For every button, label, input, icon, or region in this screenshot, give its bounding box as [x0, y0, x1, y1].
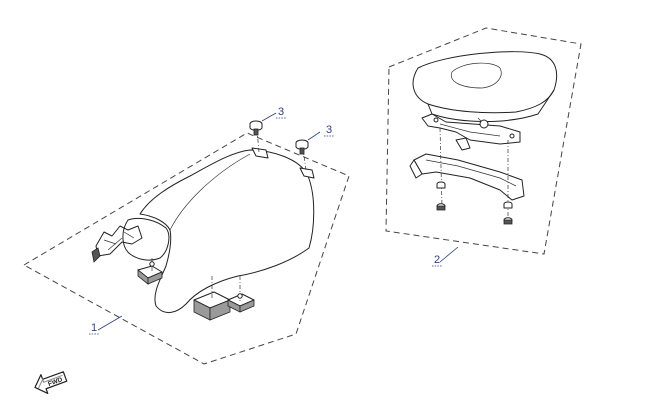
rider-seat-rubber-pad-right: [227, 276, 255, 313]
seat-bolt-right: [295, 139, 309, 171]
rider-seat-rubber-pad-center: [193, 276, 231, 321]
callout-3b-label[interactable]: 3: [326, 124, 332, 136]
rider-seat-cushion: [139, 149, 315, 313]
pillion-nut-right: [503, 201, 513, 209]
callout-2[interactable]: 2: [432, 254, 442, 267]
seat-bolt-left: [249, 120, 263, 153]
callout-1[interactable]: 1: [89, 322, 99, 335]
callout-3b[interactable]: 3: [324, 124, 334, 137]
rider-seat-rear-base: [122, 217, 170, 261]
front-direction-arrow-icon: FWD: [34, 371, 68, 395]
callout-2-label[interactable]: 2: [434, 254, 440, 266]
pillion-seat-boundary: [385, 27, 582, 255]
pillion-seat-group: [385, 27, 582, 255]
pillion-seat-support-rail: [413, 153, 525, 201]
pillion-seat-recess: [450, 62, 502, 89]
rider-seat-boundary: [22, 132, 350, 365]
pillion-seat-center-fastener: [479, 119, 489, 129]
rider-seat-front-tab: [251, 147, 269, 159]
rider-seat-rubber-pad-left: [137, 258, 163, 285]
rider-seat-group: [22, 120, 350, 365]
callout-3a-label[interactable]: 3: [278, 106, 284, 118]
front-direction-label: FWD: [47, 376, 64, 388]
callout-3a[interactable]: 3: [276, 106, 286, 119]
rider-seat-latch-bracket: [95, 225, 143, 257]
callout-1-label[interactable]: 1: [91, 322, 97, 334]
rider-seat-seam: [169, 153, 251, 231]
pillion-seat-cushion: [412, 51, 558, 114]
leader-lines: [97, 112, 459, 331]
rider-seat-latch-hook: [91, 247, 101, 263]
rider-seat-side-tab: [299, 167, 315, 179]
rider-seat-latch-detail: [103, 231, 135, 251]
pillion-nut-right-lower: [503, 217, 513, 225]
pillion-seat-base-plate: [421, 113, 521, 145]
pillion-nut-left-lower: [436, 203, 446, 211]
pillion-nut-left: [436, 181, 446, 189]
